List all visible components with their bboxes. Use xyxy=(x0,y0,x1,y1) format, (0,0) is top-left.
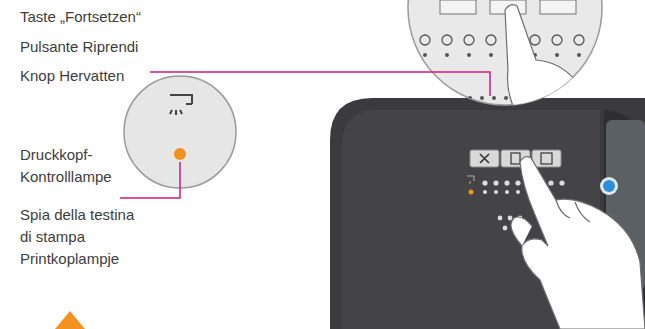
printer-body xyxy=(330,98,645,329)
callout-label: Spia della testina di stampa xyxy=(20,204,150,248)
warning-triangle xyxy=(55,311,85,329)
hand xyxy=(511,157,645,329)
callout-label: Druckkopf- Kontrolllampe xyxy=(20,144,124,188)
callout-label: Taste „Fortsetzen“ xyxy=(20,6,180,28)
callout-label: Pulsante Riprendi xyxy=(20,36,148,58)
callout-label: Knop Hervatten xyxy=(20,65,180,87)
leader-line xyxy=(120,72,490,198)
zoom-circle xyxy=(408,0,602,120)
callout-label: Printkoplampje xyxy=(20,248,170,270)
